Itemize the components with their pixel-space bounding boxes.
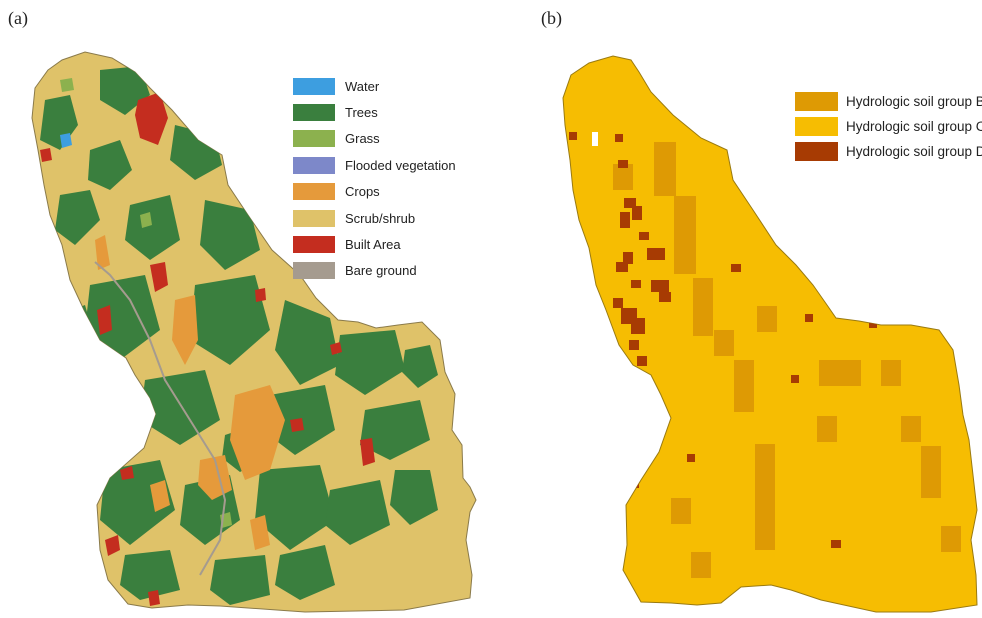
- legend-swatch-soil-group-b: [795, 92, 838, 111]
- legend-label: Trees: [345, 105, 378, 121]
- trees-patches: [40, 66, 438, 605]
- soil-group-legend: Hydrologic soil group B Hydrologic soil …: [795, 89, 982, 164]
- legend-label: Hydrologic soil group B: [846, 94, 982, 109]
- land-cover-panel: (a) Water Trees Grass Flooded vegetation…: [8, 8, 477, 613]
- legend-item: Built Area: [293, 231, 456, 257]
- land-cover-patches: [40, 66, 438, 606]
- legend-swatch-soil-group-c: [795, 117, 838, 136]
- legend-label: Flooded vegetation: [345, 157, 456, 173]
- legend-item: Crops: [293, 179, 456, 205]
- panel-a-label: (a): [8, 8, 28, 28]
- legend-label: Hydrologic soil group C: [846, 119, 982, 134]
- legend-swatch-bare-ground: [293, 262, 335, 280]
- legend-item: Hydrologic soil group C: [795, 114, 982, 139]
- legend-item: Scrub/shrub: [293, 205, 456, 231]
- legend-label: Water: [345, 78, 380, 94]
- legend-swatch-flooded-vegetation: [293, 156, 335, 174]
- legend-swatch-water: [293, 77, 335, 95]
- legend-swatch-soil-group-d: [795, 142, 838, 161]
- legend-label: Hydrologic soil group D: [846, 144, 982, 159]
- legend-swatch-grass: [293, 130, 335, 148]
- soil-group-map: [562, 55, 978, 613]
- legend-item: Flooded vegetation: [293, 152, 456, 178]
- legend-label: Grass: [345, 131, 380, 147]
- legend-item: Water: [293, 73, 456, 99]
- panel-b-label: (b): [541, 8, 562, 28]
- legend-item: Grass: [293, 126, 456, 152]
- legend-item: Trees: [293, 99, 456, 125]
- soil-group-b-patches: [613, 142, 961, 578]
- legend-swatch-trees: [293, 104, 335, 122]
- legend-label: Crops: [345, 184, 380, 200]
- no-data-patch: [592, 132, 598, 146]
- grass-patches: [60, 78, 232, 528]
- legend-swatch-scrub-shrub: [293, 209, 335, 227]
- legend-item: Hydrologic soil group B: [795, 89, 982, 114]
- land-cover-legend: Water Trees Grass Flooded vegetation Cro…: [293, 73, 456, 284]
- legend-label: Built Area: [345, 237, 401, 253]
- soil-group-panel: (b) Hydrologic soil group B Hydrologic s…: [491, 0, 982, 618]
- built-area-patches: [40, 92, 375, 606]
- legend-swatch-crops: [293, 183, 335, 201]
- legend-item: Bare ground: [293, 258, 456, 284]
- legend-label: Scrub/shrub: [345, 210, 416, 226]
- crops-patches: [95, 235, 285, 550]
- land-cover-map: [31, 51, 477, 613]
- river-channel: [94, 261, 227, 576]
- legend-item: Hydrologic soil group D: [795, 139, 982, 164]
- water-body: [60, 133, 72, 148]
- legend-swatch-built-area: [293, 236, 335, 254]
- legend-label: Bare ground: [345, 263, 417, 279]
